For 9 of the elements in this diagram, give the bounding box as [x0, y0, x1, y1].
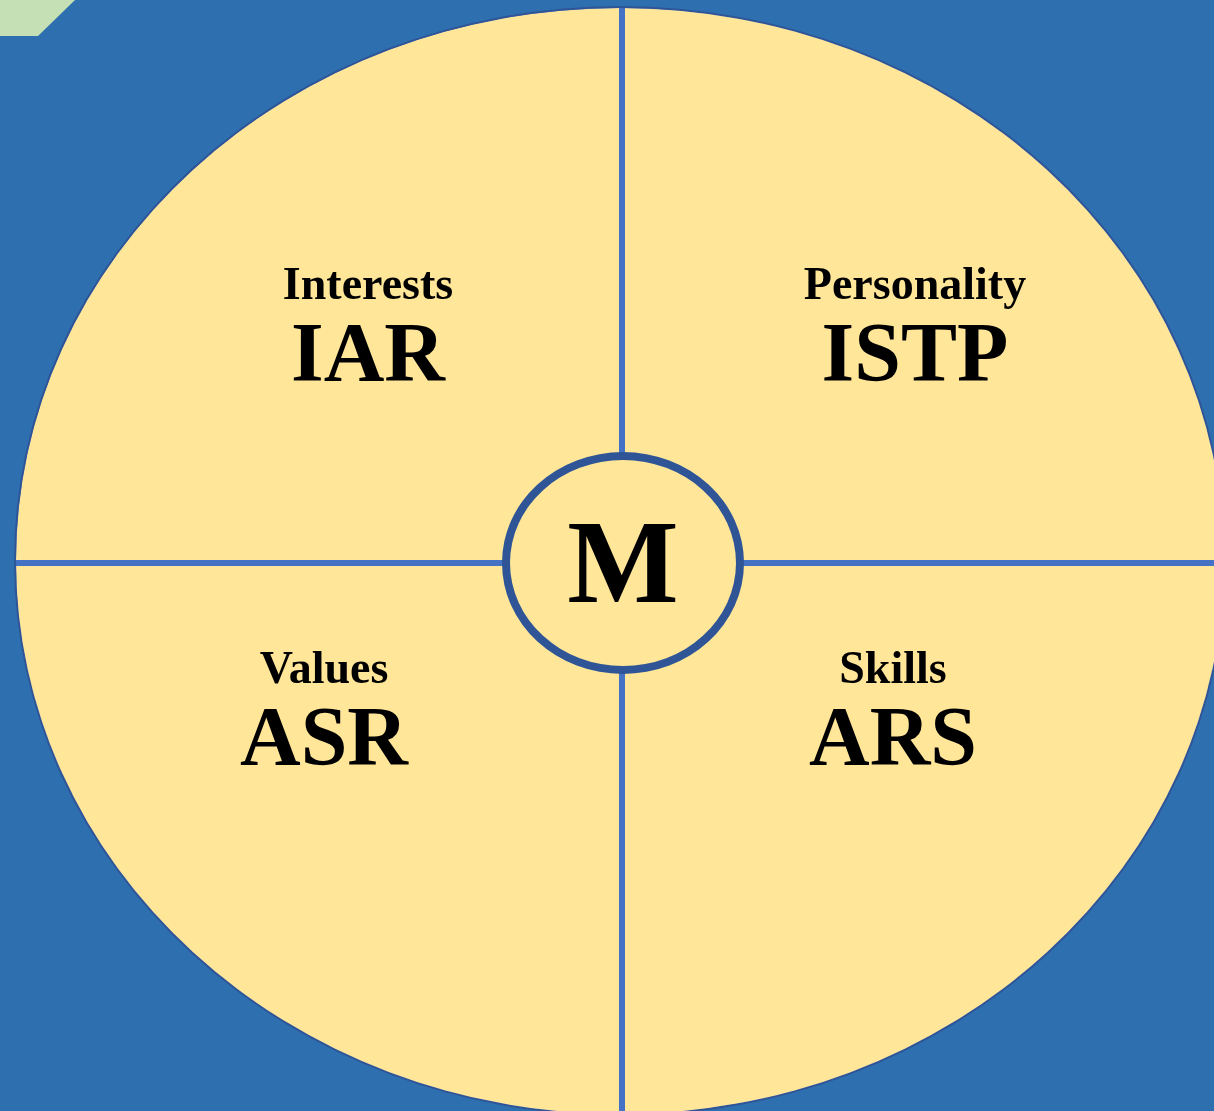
- category-heading: Skills: [839, 642, 947, 695]
- category-heading: Personality: [803, 258, 1027, 311]
- type-code: IAR: [291, 310, 445, 395]
- type-code: ARS: [809, 694, 977, 779]
- category-heading: Interests: [282, 258, 454, 311]
- category-heading: Values: [259, 642, 389, 695]
- type-code: ISTP: [821, 310, 1009, 395]
- center-letter: M: [567, 504, 679, 622]
- type-code: ASR: [240, 694, 408, 779]
